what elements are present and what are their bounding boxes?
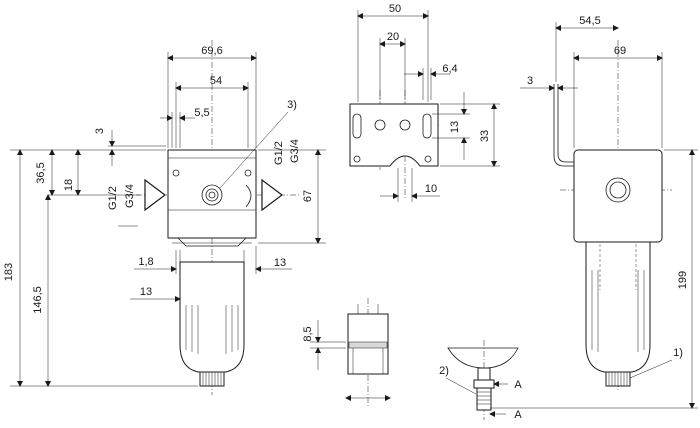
dim-50: 50 [389, 3, 401, 15]
section-view: 8,5 [302, 298, 391, 408]
port-right-g34: G3/4 [289, 139, 301, 163]
drain-valve [476, 387, 492, 411]
dim-13-left: 13 [140, 286, 152, 298]
dim-69-6: 69,6 [201, 45, 222, 57]
dim-33: 33 [479, 130, 491, 142]
front-view: 69,6 54 5,5 3) 3 36,5 18 183 [3, 40, 326, 395]
dim-18: 18 [63, 179, 75, 191]
side-bowl [585, 241, 651, 373]
port-left-g12: G1/2 [107, 186, 119, 210]
dim-36-5: 36,5 [35, 162, 47, 183]
dim-3-side: 3 [527, 75, 533, 87]
dim-54: 54 [210, 75, 222, 87]
port-left-g34: G3/4 [124, 184, 136, 208]
dim-20: 20 [387, 31, 399, 43]
dim-8-5: 8,5 [302, 326, 314, 341]
dim-54-5: 54,5 [579, 15, 600, 27]
inlet-arrow-icon [144, 178, 166, 212]
section-a-bottom: A [514, 409, 522, 421]
callout-1: 1) [673, 347, 683, 359]
dim-5-5: 5,5 [194, 107, 209, 119]
side-view: 54,5 69 3 199 1) [490, 15, 698, 409]
mounting-bracket [349, 103, 439, 167]
dim-69: 69 [614, 45, 626, 57]
filter-head [167, 149, 257, 239]
dim-1-8: 1,8 [138, 256, 153, 268]
dim-6-4: 6,4 [442, 63, 457, 75]
side-head [573, 149, 663, 243]
drain-view: 2) A A [439, 340, 522, 421]
section-a-top: A [514, 379, 522, 391]
filter-bowl [179, 261, 245, 373]
outlet-arrow-icon [261, 178, 283, 212]
dim-199: 199 [677, 271, 689, 289]
dim-146-5: 146,5 [32, 286, 44, 314]
bracket-view: 50 20 6,4 13 33 10 [349, 3, 500, 202]
port-right-g12: G1/2 [273, 141, 285, 165]
dim-67: 67 [302, 190, 314, 202]
dim-10: 10 [425, 183, 437, 195]
callout-2: 2) [439, 365, 449, 377]
dim-183: 183 [3, 263, 15, 281]
dim-13-right: 13 [274, 257, 286, 269]
callout-3: 3) [287, 99, 297, 111]
dim-3-front: 3 [94, 128, 106, 134]
dim-13-bracket: 13 [449, 121, 461, 133]
